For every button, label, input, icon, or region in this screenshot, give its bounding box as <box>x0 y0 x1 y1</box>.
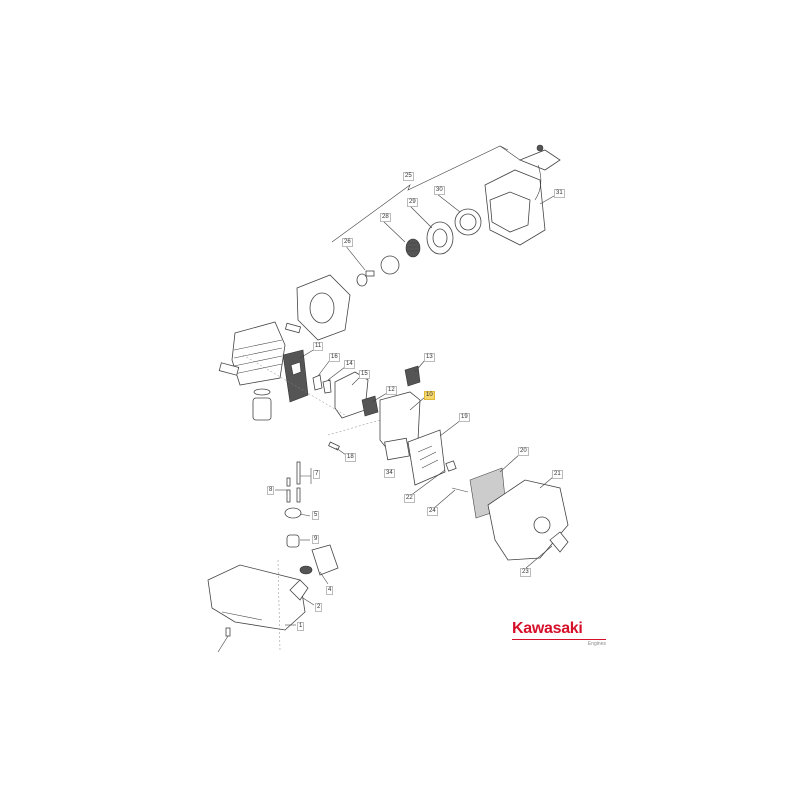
callout-9[interactable]: 9 <box>312 535 320 544</box>
callout-18[interactable]: 18 <box>345 453 356 462</box>
cylinder <box>231 321 286 386</box>
callout-1[interactable]: 1 <box>297 622 305 631</box>
callout-8[interactable]: 8 <box>267 486 275 495</box>
brand-rule <box>512 639 606 640</box>
callout-31[interactable]: 31 <box>554 189 565 198</box>
callout-7[interactable]: 7 <box>313 470 321 479</box>
fuel-tank-1 <box>207 564 306 631</box>
grommet-5 <box>284 507 302 519</box>
callout-20[interactable]: 20 <box>518 447 529 456</box>
filter-base-19 <box>407 429 446 486</box>
callout-10-highlighted[interactable]: 10 <box>424 391 435 400</box>
callout-21[interactable]: 21 <box>552 470 563 479</box>
callout-2[interactable]: 2 <box>315 603 323 612</box>
callout-30[interactable]: 30 <box>434 186 445 195</box>
callout-14[interactable]: 14 <box>344 360 355 369</box>
callout-19[interactable]: 19 <box>459 413 470 422</box>
carburetor-10 <box>379 391 421 461</box>
callout-24[interactable]: 24 <box>427 507 438 516</box>
gasket-11 <box>282 349 309 403</box>
piston-ring <box>253 388 271 396</box>
callout-25[interactable]: 25 <box>403 172 414 181</box>
kawasaki-logo: Kawasaki Engines <box>512 620 606 647</box>
brand-name: Kawasaki <box>512 620 583 637</box>
callout-11[interactable]: 11 <box>313 342 324 351</box>
callout-23[interactable]: 23 <box>520 568 531 577</box>
callout-5[interactable]: 5 <box>312 511 320 520</box>
fuel-cap-4 <box>311 544 339 576</box>
callout-15[interactable]: 15 <box>359 370 370 379</box>
starter-housing <box>484 144 561 246</box>
group-bracket-25 <box>331 145 509 243</box>
callout-16[interactable]: 16 <box>329 353 340 362</box>
callout-22[interactable]: 22 <box>404 494 415 503</box>
piston <box>252 397 272 421</box>
callout-13[interactable]: 13 <box>424 353 435 362</box>
ratchet-27 <box>380 255 400 275</box>
fuel-filter-9 <box>286 534 300 548</box>
gasket-12 <box>361 395 379 417</box>
callout-26[interactable]: 26 <box>342 238 353 247</box>
spring-28 <box>405 238 421 258</box>
callout-34[interactable]: 34 <box>384 469 395 478</box>
callout-12[interactable]: 12 <box>386 386 397 395</box>
callout-4[interactable]: 4 <box>326 586 334 595</box>
callout-28[interactable]: 28 <box>380 213 391 222</box>
screw-26 <box>365 270 375 277</box>
gasket-13 <box>404 365 421 387</box>
callout-29[interactable]: 29 <box>407 198 418 207</box>
brand-subtitle: Engines <box>587 641 606 647</box>
fuel-line-8 <box>286 477 291 487</box>
fuel-line-7 <box>296 461 301 485</box>
